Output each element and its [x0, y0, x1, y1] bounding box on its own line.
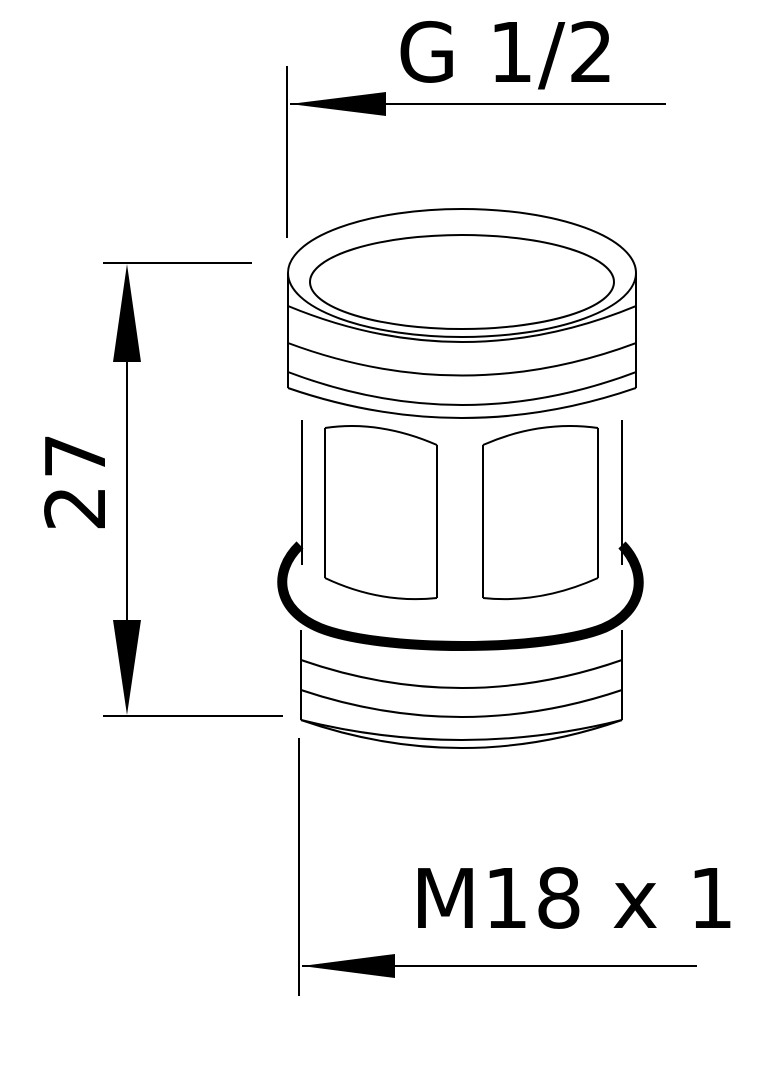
- bottom-dimension-arrow: [302, 954, 395, 978]
- top-threaded-cap: [287, 208, 637, 419]
- bottom-thread: [300, 630, 623, 749]
- bottom-thread-label: M18 x 1: [410, 853, 738, 948]
- height-dimension-line: [103, 262, 283, 717]
- height-arrow-down: [113, 620, 141, 715]
- hex-body: [301, 420, 623, 601]
- top-dimension-arrow: [290, 92, 386, 116]
- top-thread-label: G 1/2: [396, 7, 618, 102]
- bottom-dimension-line: [298, 738, 697, 996]
- o-ring: [277, 541, 644, 651]
- height-arrow-up: [113, 264, 141, 362]
- top-dimension-line: [286, 66, 666, 238]
- height-label: 27: [30, 429, 125, 535]
